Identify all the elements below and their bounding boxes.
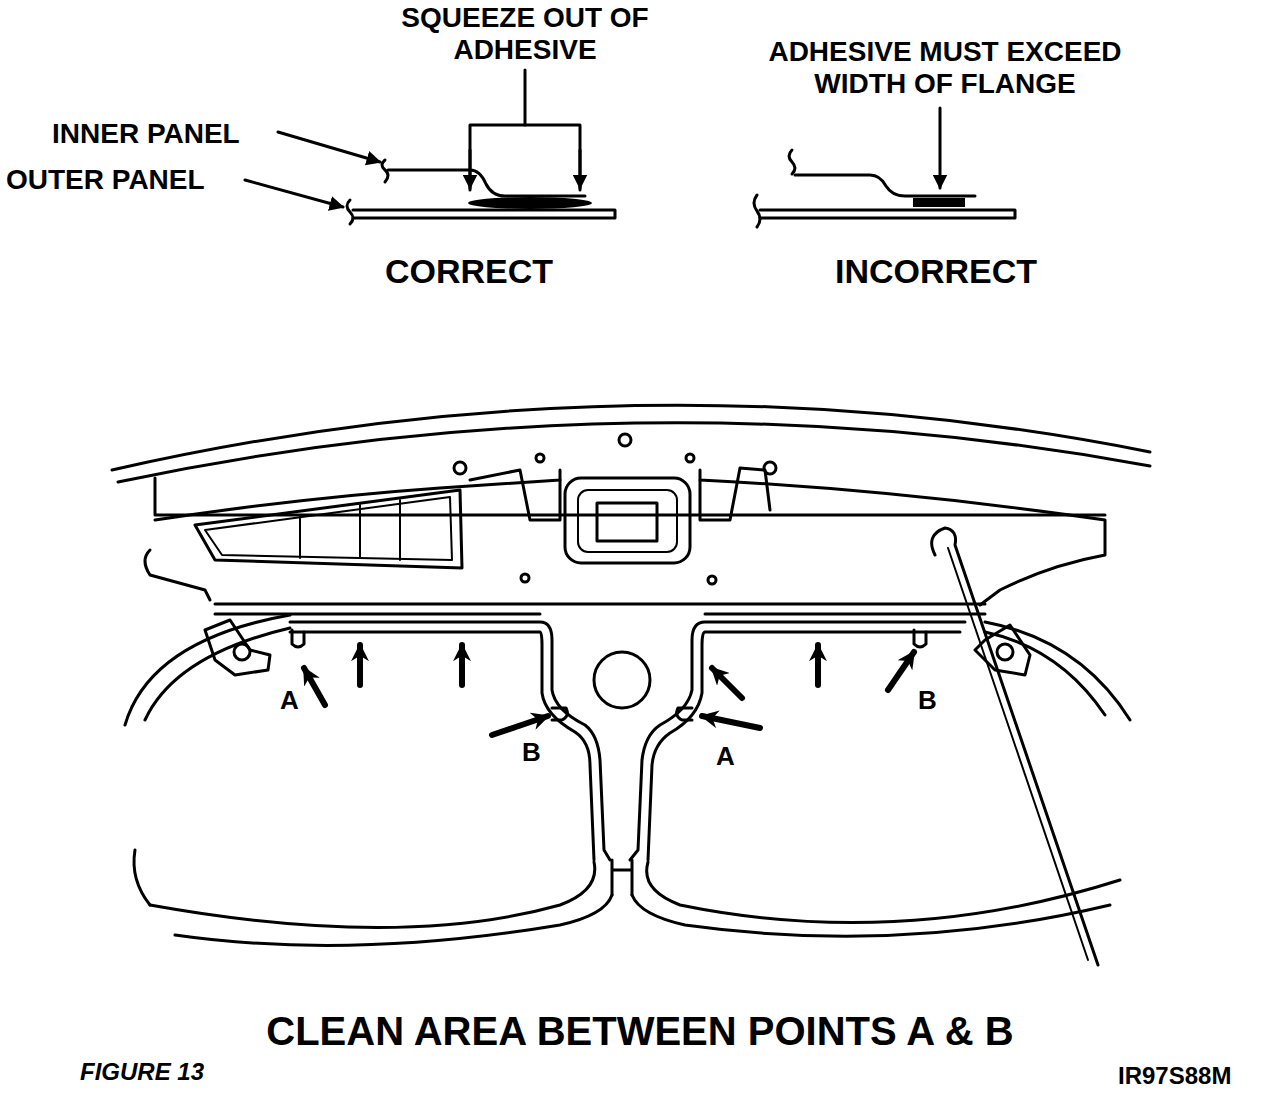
part-label: INCORRECT bbox=[835, 252, 1037, 291]
part-label: ADHESIVE MUST EXCEED WIDTH OF FLANGE bbox=[730, 36, 1160, 100]
part-label: OUTER PANEL bbox=[6, 164, 205, 196]
part-label: IR97S88M bbox=[1118, 1062, 1231, 1090]
part-label: CORRECT bbox=[385, 252, 553, 291]
part-label: INNER PANEL bbox=[52, 118, 240, 150]
part-label: SQUEEZE OUT OF ADHESIVE bbox=[395, 2, 655, 66]
point-marker: A bbox=[280, 686, 299, 716]
figure-caption: CLEAN AREA BETWEEN POINTS A & B bbox=[266, 1008, 1013, 1054]
point-marker: B bbox=[522, 738, 541, 768]
part-label: FIGURE 13 bbox=[80, 1058, 204, 1086]
point-marker: A bbox=[716, 742, 735, 772]
point-marker: B bbox=[918, 686, 937, 716]
